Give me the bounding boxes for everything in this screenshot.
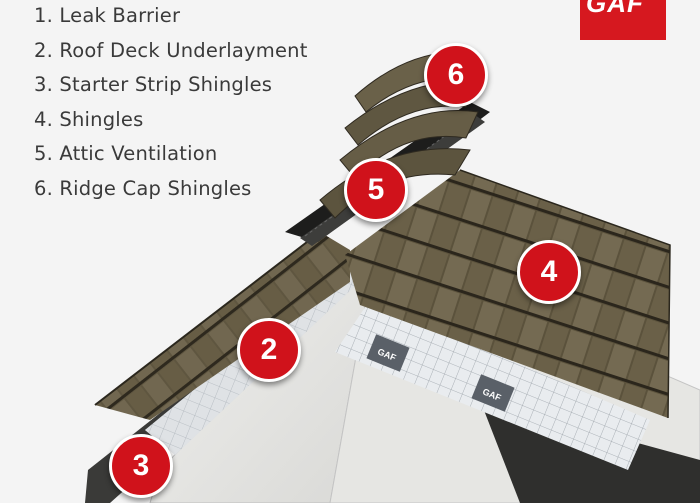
badge-ridge-cap-shingles: 6 xyxy=(424,43,488,107)
legend-item-starter-strip-shingles: 3. Starter Strip Shingles xyxy=(34,73,273,96)
badge-roof-deck-underlayment: 2 xyxy=(237,318,301,382)
legend-item-ridge-cap-shingles: 6. Ridge Cap Shingles xyxy=(34,176,252,200)
legend-item-attic-ventilation: 5. Attic Ventilation xyxy=(34,142,218,165)
badge-attic-ventilation: 5 xyxy=(344,158,408,222)
legend-item-roof-deck-underlayment: 2. Roof Deck Underlayment xyxy=(34,38,308,62)
legend-item-leak-barrier: 1. Leak Barrier xyxy=(34,4,181,27)
legend-item-shingles: 4. Shingles xyxy=(34,107,144,131)
shingles-right-slope xyxy=(345,169,671,419)
badge-starter-strip-shingles: 3 xyxy=(109,434,173,498)
badge-shingles: 4 xyxy=(517,240,581,304)
shingles-left-slope xyxy=(94,231,350,420)
gaf-logo-text: GAF xyxy=(586,0,644,18)
gaf-logo: GAF xyxy=(580,0,666,40)
roof-deck-underlayment: GAF GAF xyxy=(335,300,650,470)
legend-list: 1. Leak Barrier 2. Roof Deck Underlaymen… xyxy=(34,4,308,211)
